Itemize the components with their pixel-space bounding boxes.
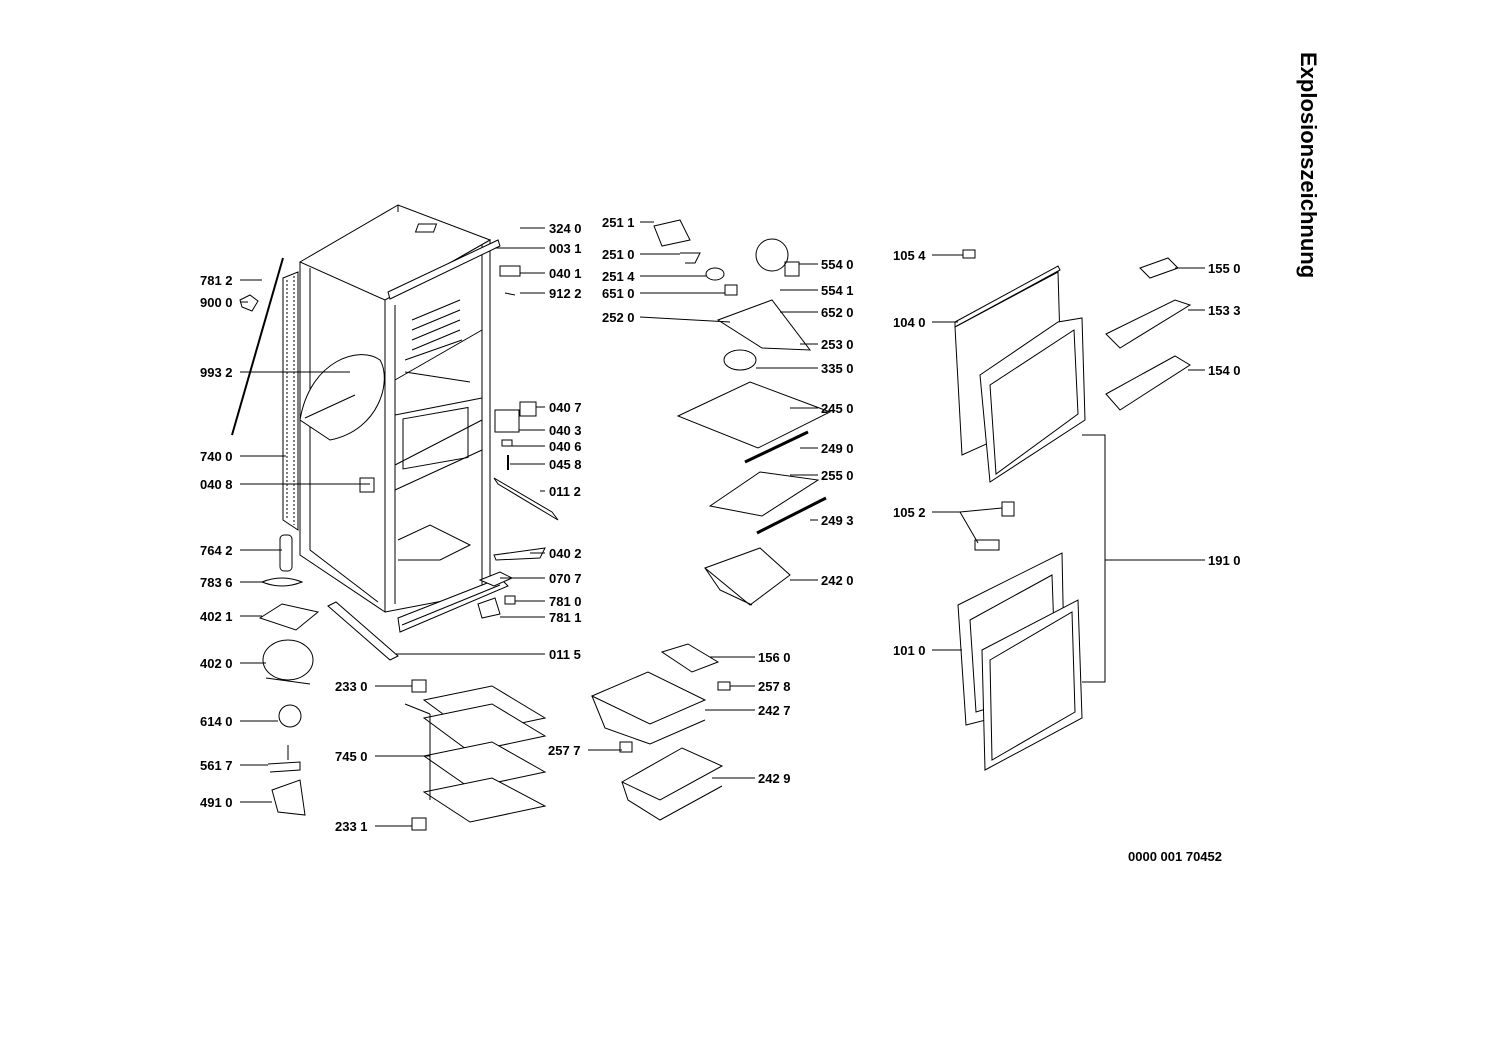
part-label-2520: 252 0 — [602, 310, 635, 325]
doors — [955, 250, 1190, 770]
part-label-6520: 652 0 — [821, 305, 854, 320]
part-label-7811: 781 1 — [549, 610, 582, 625]
part-label-2577: 257 7 — [548, 743, 581, 758]
part-label-0401: 040 1 — [549, 266, 582, 281]
part-label-4020: 402 0 — [200, 656, 233, 671]
part-label-0407: 040 7 — [549, 400, 582, 415]
part-label-4021: 402 1 — [200, 609, 233, 624]
part-label-2429: 242 9 — [758, 771, 791, 786]
part-label-7812: 781 2 — [200, 273, 233, 288]
part-label-2490: 249 0 — [821, 441, 854, 456]
part-label-2514: 251 4 — [602, 269, 635, 284]
part-label-3240: 324 0 — [549, 221, 582, 236]
part-label-0112: 011 2 — [549, 484, 581, 499]
part-label-1010: 101 0 — [893, 643, 926, 658]
part-label-4910: 491 0 — [200, 795, 233, 810]
part-label-0403: 040 3 — [549, 423, 582, 438]
part-label-2427: 242 7 — [758, 703, 791, 718]
part-label-0408: 040 8 — [200, 477, 233, 492]
small-parts — [240, 224, 558, 815]
part-label-7450: 745 0 — [335, 749, 368, 764]
part-label-9122: 912 2 — [549, 286, 582, 301]
part-label-5541: 554 1 — [821, 283, 854, 298]
part-label-7836: 783 6 — [200, 575, 233, 590]
part-label-1550: 155 0 — [1208, 261, 1241, 276]
part-label-0402: 040 2 — [549, 546, 582, 561]
part-label-2330: 233 0 — [335, 679, 368, 694]
document-number: 0000 001 70452 — [1128, 849, 1222, 864]
part-label-7810: 781 0 — [549, 594, 582, 609]
part-label-1560: 156 0 — [758, 650, 791, 665]
part-label-9000: 900 0 — [200, 295, 233, 310]
part-label-0707: 070 7 — [549, 571, 582, 586]
drawing-title: Explosionszeichnung — [1287, 52, 1323, 322]
part-label-0115: 011 5 — [549, 647, 581, 662]
part-label-7642: 764 2 — [200, 543, 233, 558]
part-label-2450: 245 0 — [821, 401, 854, 416]
part-label-2493: 249 3 — [821, 513, 854, 528]
part-label-1054: 105 4 — [893, 248, 926, 263]
part-label-1040: 104 0 — [893, 315, 926, 330]
part-label-1052: 105 2 — [893, 505, 926, 520]
part-label-2578: 257 8 — [758, 679, 791, 694]
part-label-7400: 740 0 — [200, 449, 233, 464]
part-label-3350: 335 0 — [821, 361, 854, 376]
part-label-1540: 154 0 — [1208, 363, 1241, 378]
part-label-2550: 255 0 — [821, 468, 854, 483]
part-label-9932: 993 2 — [200, 365, 233, 380]
part-label-2420: 242 0 — [821, 573, 854, 588]
fridge-cabinet — [300, 205, 508, 632]
part-label-0458: 045 8 — [549, 457, 582, 472]
condenser-part — [232, 258, 298, 530]
part-label-0031: 003 1 — [549, 241, 582, 256]
part-label-6510: 651 0 — [602, 286, 635, 301]
drawing-title-text: Explosionszeichnung — [1296, 52, 1321, 279]
part-label-1910: 191 0 — [1208, 553, 1241, 568]
part-label-2510: 251 0 — [602, 247, 635, 262]
part-label-2530: 253 0 — [821, 337, 854, 352]
middle-parts — [592, 220, 830, 820]
part-label-1533: 153 3 — [1208, 303, 1241, 318]
part-label-0406: 040 6 — [549, 439, 582, 454]
part-label-2511: 251 1 — [602, 215, 635, 230]
part-label-5617: 561 7 — [200, 758, 233, 773]
part-label-5540: 554 0 — [821, 257, 854, 272]
leader-lines — [240, 222, 1205, 826]
part-label-6140: 614 0 — [200, 714, 233, 729]
part-label-2331: 233 1 — [335, 819, 368, 834]
freezer-baskets — [405, 680, 545, 830]
